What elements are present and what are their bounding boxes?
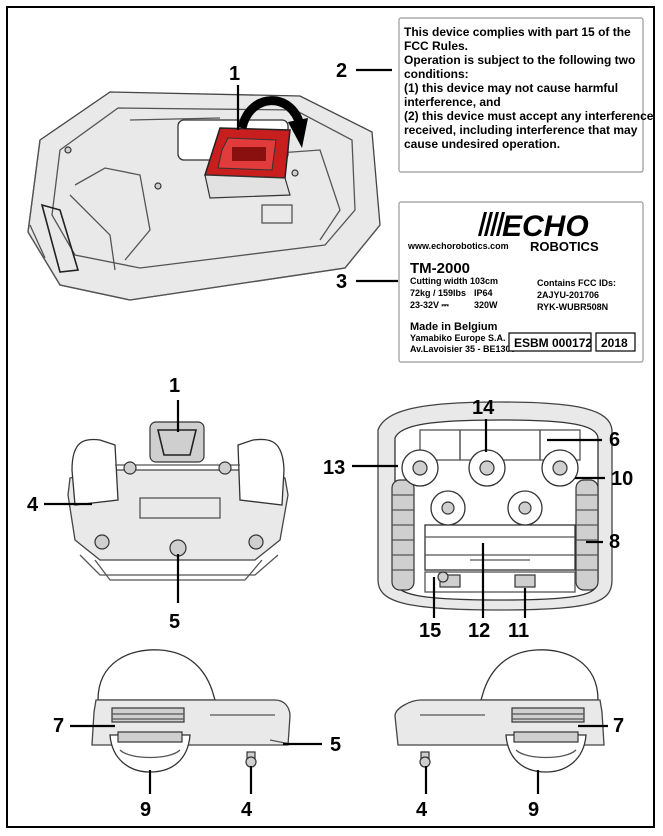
plate-address: Av.Lavoisier 35 - BE1300 bbox=[410, 344, 516, 354]
callout-7-right: 7 bbox=[613, 715, 624, 737]
callout-1-front: 1 bbox=[169, 375, 180, 397]
rating-plate bbox=[398, 201, 644, 363]
side-view-left-mower bbox=[91, 649, 291, 773]
callout-7-left: 7 bbox=[53, 715, 64, 737]
plate-fcc-id-2: RYK-WUBR508N bbox=[537, 302, 608, 312]
callout-9-right: 9 bbox=[528, 799, 539, 821]
plate-made-in: Made in Belgium bbox=[410, 321, 498, 333]
plate-website: www.echorobotics.com bbox=[407, 241, 509, 251]
year-box bbox=[595, 332, 636, 352]
callout-10: 10 bbox=[611, 468, 633, 490]
plate-weight: 72kg / 159lbs bbox=[410, 288, 466, 298]
fcc-line-3: Operation is subject to the following tw… bbox=[404, 53, 635, 67]
callout-5-left: 5 bbox=[330, 734, 341, 756]
callout-15: 15 bbox=[419, 620, 441, 642]
callout-4-left: 4 bbox=[241, 799, 253, 821]
callout-2: 2 bbox=[336, 60, 347, 82]
open-arrow-icon bbox=[237, 96, 305, 130]
callout-3: 3 bbox=[336, 271, 347, 293]
fcc-line-9: cause undesired operation. bbox=[404, 137, 560, 151]
echo-logo: ECHO bbox=[478, 210, 589, 243]
callout-1-top: 1 bbox=[229, 63, 240, 85]
callout-6: 6 bbox=[609, 429, 620, 451]
plate-cutting-width: Cutting width 103cm bbox=[410, 276, 498, 286]
callout-9-left: 9 bbox=[140, 799, 151, 821]
plate-power: 320W bbox=[474, 300, 498, 310]
plate-voltage: 23-32V ⎓ bbox=[410, 300, 450, 310]
fcc-line-5: (1) this device may not cause harmful bbox=[404, 81, 618, 95]
plate-year: 2018 bbox=[601, 336, 628, 350]
fcc-line-1: This device complies with part 15 of the bbox=[404, 25, 631, 39]
callout-14: 14 bbox=[472, 397, 495, 419]
brand-sub: ROBOTICS bbox=[530, 239, 599, 254]
brand-logo-text: ECHO bbox=[502, 210, 589, 243]
fcc-label bbox=[398, 17, 644, 173]
fcc-line-4: conditions: bbox=[404, 67, 469, 81]
callout-11: 11 bbox=[508, 620, 529, 642]
callout-13: 13 bbox=[323, 457, 345, 479]
callout-12: 12 bbox=[468, 620, 490, 642]
plate-fcc-id-1: 2AJYU-201706 bbox=[537, 290, 599, 300]
fcc-line-6: interference, and bbox=[404, 95, 501, 109]
side-view-right-mower bbox=[394, 649, 605, 773]
fcc-line-7: (2) this device must accept any interfer… bbox=[404, 109, 654, 123]
callout-4-right: 4 bbox=[416, 799, 428, 821]
fcc-line-8: received, including interference that ma… bbox=[404, 123, 638, 137]
plate-model: TM-2000 bbox=[410, 260, 470, 277]
plate-ip: IP64 bbox=[474, 288, 493, 298]
fcc-line-2: FCC Rules. bbox=[404, 39, 468, 53]
callout-4-front: 4 bbox=[27, 494, 39, 516]
bottom-view-mower bbox=[377, 401, 613, 611]
plate-serial: ESBM 000172 bbox=[514, 336, 592, 350]
isometric-mower bbox=[27, 91, 381, 301]
plate-company: Yamabiko Europe S.A. bbox=[410, 333, 506, 343]
callout-8: 8 bbox=[609, 531, 620, 553]
plate-fcc-heading: Contains FCC IDs: bbox=[537, 278, 616, 288]
callout-5-front: 5 bbox=[169, 611, 180, 633]
front-view-mower bbox=[67, 421, 289, 581]
serial-box bbox=[508, 332, 592, 352]
